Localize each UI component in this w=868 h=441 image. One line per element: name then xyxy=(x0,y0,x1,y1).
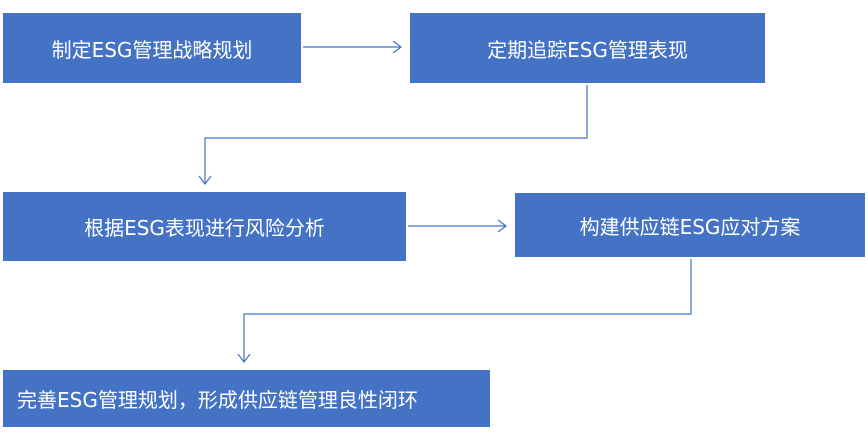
step-4-label: 构建供应链ESG应对方案 xyxy=(579,214,801,239)
step-4-box: 构建供应链ESG应对方案 xyxy=(515,193,865,257)
connector-4-5-arrowhead xyxy=(237,353,251,363)
step-3-box: 根据ESG表现进行风险分析 xyxy=(3,192,406,261)
step-3-label: 根据ESG表现进行风险分析 xyxy=(84,216,325,240)
step-5-box: 完善ESG管理规划，形成供应链管理良性闭环 xyxy=(3,370,490,427)
step-5-label: 完善ESG管理规划，形成供应链管理良性闭环 xyxy=(17,388,418,412)
connector-3-4-arrowhead xyxy=(497,219,507,233)
step-1-box: 制定ESG管理战略规划 xyxy=(3,13,301,83)
connector-2-3-arrowhead xyxy=(198,175,212,185)
connector-4-5-line xyxy=(243,259,692,362)
step-1-label: 制定ESG管理战略规划 xyxy=(51,37,253,62)
step-2-label: 定期追踪ESG管理表现 xyxy=(487,37,688,62)
step-2-box: 定期追踪ESG管理表现 xyxy=(410,13,765,83)
connector-1-2-arrowhead xyxy=(392,40,402,54)
connector-2-3-line xyxy=(204,85,588,184)
